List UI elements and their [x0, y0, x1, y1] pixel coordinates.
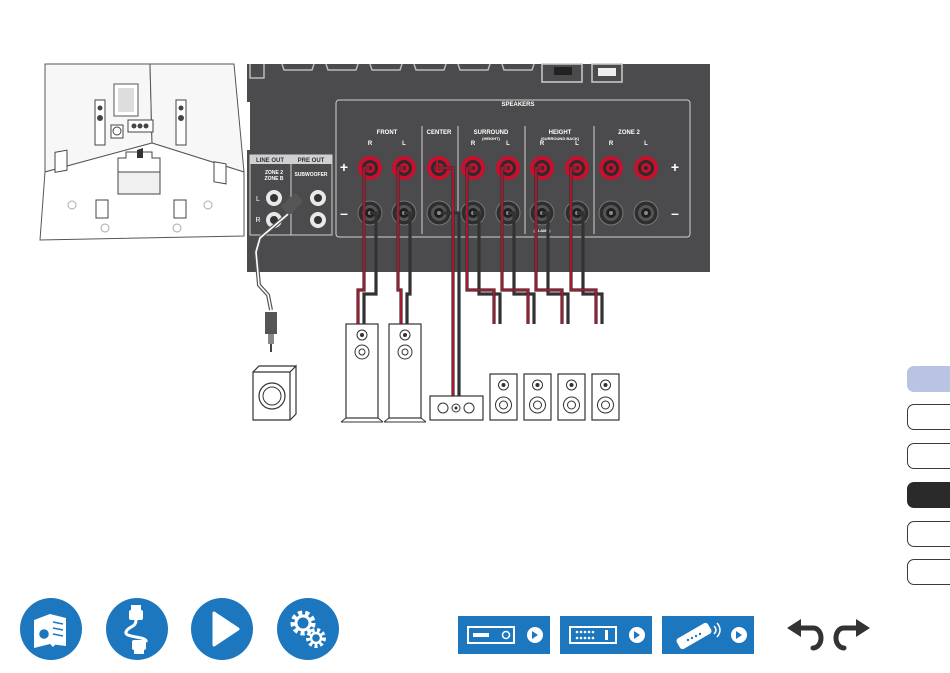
bookshelf-speaker [490, 374, 517, 420]
chapter-tab-6[interactable] [907, 559, 950, 585]
play-icon [191, 598, 253, 660]
rear-panel-button[interactable] [458, 616, 550, 654]
line-r-label: R [255, 217, 260, 224]
center-speaker [430, 396, 483, 420]
surround-r-label: R [471, 141, 476, 147]
negative-terminal [634, 201, 658, 225]
line-out-header: LINE OUT [256, 158, 284, 164]
speakers-header: SPEAKERS [501, 102, 534, 108]
zone2-r-label: R [609, 141, 614, 147]
front-panel-icon [560, 616, 652, 654]
forward-button[interactable] [832, 618, 874, 654]
front-left-speaker [384, 324, 426, 422]
chapter-tab-5[interactable] [907, 521, 950, 547]
front-l-label: L [402, 141, 406, 147]
bookshelf-speakers [490, 374, 619, 420]
remote-button[interactable] [662, 616, 754, 654]
undo-arrow-icon [783, 618, 825, 654]
surround-sublabel: (HEIGHT) [482, 136, 500, 141]
height-l-label: L [575, 141, 579, 147]
subwoofer-speaker [253, 366, 296, 420]
chapter-tab-1[interactable] [907, 366, 950, 392]
zone2-group-label: ZONE 2 [618, 130, 640, 136]
surround-l-label: L [506, 141, 510, 147]
height-r-label: R [540, 141, 545, 147]
front-right-speaker [341, 324, 383, 422]
cable-connection-icon [106, 598, 168, 660]
negative-terminal [599, 201, 623, 225]
pre-out-header: PRE OUT [298, 158, 325, 164]
playback-button[interactable] [191, 598, 253, 660]
center-group-label: CENTER [427, 130, 452, 136]
minus-right-label: – [671, 205, 679, 221]
chapter-tab-2[interactable] [907, 404, 950, 430]
bookshelf-speaker [524, 374, 551, 420]
positive-terminal [634, 156, 658, 180]
manual-book-icon [20, 598, 82, 660]
bookshelf-speaker [558, 374, 585, 420]
height-sublabel: (SURROUND BACK) [541, 136, 580, 141]
subwoofer-label: SUBWOOFER [294, 172, 327, 178]
connections-button[interactable] [106, 598, 168, 660]
bookshelf-speaker [592, 374, 619, 420]
contents-button[interactable] [20, 598, 82, 660]
chapter-tab-3[interactable] [907, 443, 950, 469]
front-panel-button[interactable] [560, 616, 652, 654]
chapter-tab-4[interactable] [907, 482, 950, 508]
plus-right-label: + [671, 159, 679, 175]
back-button[interactable] [783, 618, 825, 654]
av-receiver-icon [458, 616, 550, 654]
positive-terminal [599, 156, 623, 180]
settings-gears-icon [277, 598, 339, 660]
minus-left-label: – [340, 205, 348, 221]
line-l-label: L [256, 196, 260, 203]
front-group-label: FRONT [377, 130, 398, 136]
front-r-label: R [368, 141, 373, 147]
zone2-l-label: L [644, 141, 648, 147]
plus-left-label: + [340, 159, 348, 175]
setup-button[interactable] [277, 598, 339, 660]
room-layout-illustration [40, 64, 244, 240]
remote-control-icon [662, 616, 754, 654]
redo-arrow-icon [832, 618, 874, 654]
zoneb-line-label: ZONE B [265, 176, 284, 182]
